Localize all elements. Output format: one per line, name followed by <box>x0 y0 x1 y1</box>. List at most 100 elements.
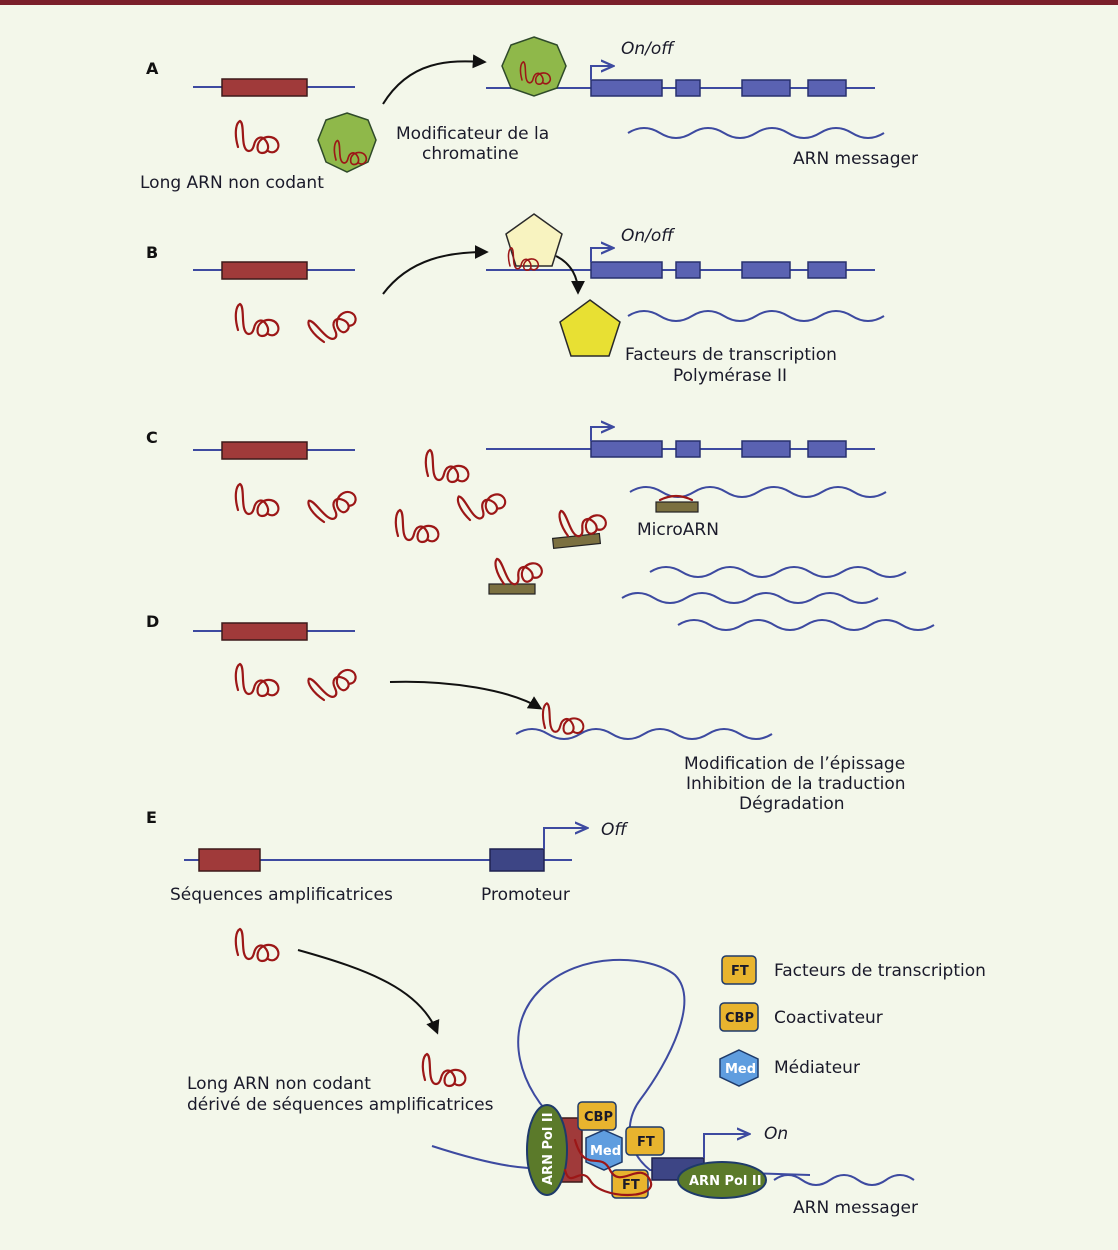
exon-4 <box>807 79 847 97</box>
legend-cbp-swatch <box>719 1002 759 1032</box>
ft-label-1: FT <box>637 1135 655 1150</box>
cbp-box <box>577 1101 617 1131</box>
d-label-3: Dégradation <box>739 794 845 814</box>
tss-arrow <box>590 66 612 80</box>
c-mrna-3 <box>621 592 879 604</box>
d-label-2: Inhibition de la traduction <box>686 774 906 794</box>
panel-e: E Off Séquences amplificatrices Promoteu… <box>146 808 986 1218</box>
d-lnc-rna-bound <box>541 702 585 735</box>
mirna-bound-arc <box>658 494 694 502</box>
ft-label-2: FT <box>622 1178 640 1193</box>
legend-med-label: Médiateur <box>774 1058 860 1078</box>
e-arrow <box>297 949 440 1035</box>
e-promoter-label: Promoteur <box>481 885 570 905</box>
e-tss-arrow <box>543 828 586 849</box>
mirna-bar-bound <box>655 501 699 513</box>
c-exon-4 <box>807 440 847 458</box>
legend-cbp-label: Coactivateur <box>774 1008 883 1028</box>
c-lnc-rna-2 <box>304 475 360 530</box>
e-lnc-rna-2 <box>421 1052 467 1088</box>
b-onoff-label: On/off <box>621 226 675 246</box>
panel-c: C MicroARN <box>146 427 935 631</box>
panel-a-letter: A <box>146 59 159 78</box>
d-label-1: Modification de l’épissage <box>684 754 905 774</box>
b-exon-1 <box>590 261 663 279</box>
e-mrna <box>773 1174 915 1186</box>
b-lnc-rna-2 <box>304 295 360 350</box>
a-mrna <box>627 127 885 139</box>
c-lnc-rna-5 <box>454 476 510 528</box>
e-lnc-rna-1 <box>234 927 280 963</box>
b-tf-label-1: Facteurs de transcription <box>625 345 837 365</box>
lnc-rna <box>234 119 280 155</box>
pol2-ellipse-2 <box>677 1161 767 1199</box>
e-mrna-label: ARN messager <box>793 1198 918 1218</box>
a-lnc-label: Long ARN non codant <box>140 173 324 193</box>
exon-2 <box>675 79 701 97</box>
d-mrna <box>515 728 773 740</box>
b-tf-label-2: Polymérase II <box>673 366 787 386</box>
c-exon-2 <box>675 440 701 458</box>
a-mrna-label: ARN messager <box>793 149 918 169</box>
legend-ft-symbol: FT <box>731 964 749 979</box>
c-mrna-4 <box>677 619 935 631</box>
b-arrow <box>382 245 489 295</box>
e-lnc-label-1: Long ARN non codant <box>187 1074 371 1094</box>
e-lnc-label-2: dérivé de séquences amplificatrices <box>187 1095 494 1115</box>
pol2-label-1: ARN Pol II <box>541 1112 556 1185</box>
legend-ft-swatch <box>721 955 757 985</box>
b-tss-arrow <box>590 248 612 262</box>
panel-d: D Modification de l’épissage Inhibition … <box>146 612 906 814</box>
c-tss-arrow <box>590 427 612 441</box>
c-mrna-2 <box>649 566 907 578</box>
chromatin-modifier-on-dna <box>501 36 567 97</box>
mirna-bar-2 <box>488 583 536 595</box>
cbp-label: CBP <box>584 1110 613 1125</box>
e-enhancer-label: Séquences amplificatrices <box>170 885 393 905</box>
e-lnc-rna-in-complex <box>563 1138 653 1196</box>
e-off-label: Off <box>601 820 628 840</box>
med-label: Med <box>590 1144 621 1159</box>
b-exon-3 <box>741 261 791 279</box>
d-lnc-gene-exon <box>221 622 308 641</box>
c-lnc-rna-4 <box>424 448 470 484</box>
legend-ft-label: Facteurs de transcription <box>774 961 986 981</box>
chromatin-modifier-shape <box>317 112 377 173</box>
a-arrow <box>382 54 487 105</box>
panel-b-letter: B <box>146 243 158 262</box>
tf-shape <box>559 299 621 357</box>
lnc-gene-exon <box>221 78 308 97</box>
e-on-arrow <box>703 1134 748 1158</box>
d-lnc-rna-1 <box>234 662 280 698</box>
ft-box-1 <box>625 1126 665 1156</box>
pol2-ellipse-1 <box>526 1104 568 1196</box>
panel-c-letter: C <box>146 428 158 447</box>
panel-d-letter: D <box>146 612 159 631</box>
tf-pale-shape <box>505 213 563 267</box>
legend-med-swatch <box>719 1049 759 1087</box>
pol2-label-2: ARN Pol II <box>689 1174 762 1189</box>
a-modifier-label-1: Modificateur de la <box>396 124 549 144</box>
promoter-box <box>489 848 545 872</box>
c-lnc-rna-1 <box>234 482 280 518</box>
enhancer-box <box>198 848 261 872</box>
legend-med-symbol: Med <box>725 1062 756 1077</box>
legend-cbp-symbol: CBP <box>725 1011 754 1026</box>
b-release-arrow <box>555 255 585 295</box>
c-lnc-rna-3 <box>394 508 440 544</box>
c-mirna-label: MicroARN <box>637 520 719 540</box>
e-on-label: On <box>764 1124 788 1144</box>
d-lnc-rna-2 <box>304 653 360 708</box>
a-onoff-label: On/off <box>621 39 675 59</box>
exon-3 <box>741 79 791 97</box>
panel-e-letter: E <box>146 808 157 827</box>
d-arrow <box>389 680 543 710</box>
legend: FT Facteurs de transcription CBP Coactiv… <box>719 955 986 1087</box>
panel-b: B On/off Facteurs de transcription Polym… <box>146 213 885 386</box>
exon-1 <box>590 79 663 97</box>
c-lnc-gene-exon <box>221 441 308 460</box>
top-border <box>0 0 1118 5</box>
a-modifier-label-2: chromatine <box>422 144 519 164</box>
b-lnc-gene-exon <box>221 261 308 280</box>
